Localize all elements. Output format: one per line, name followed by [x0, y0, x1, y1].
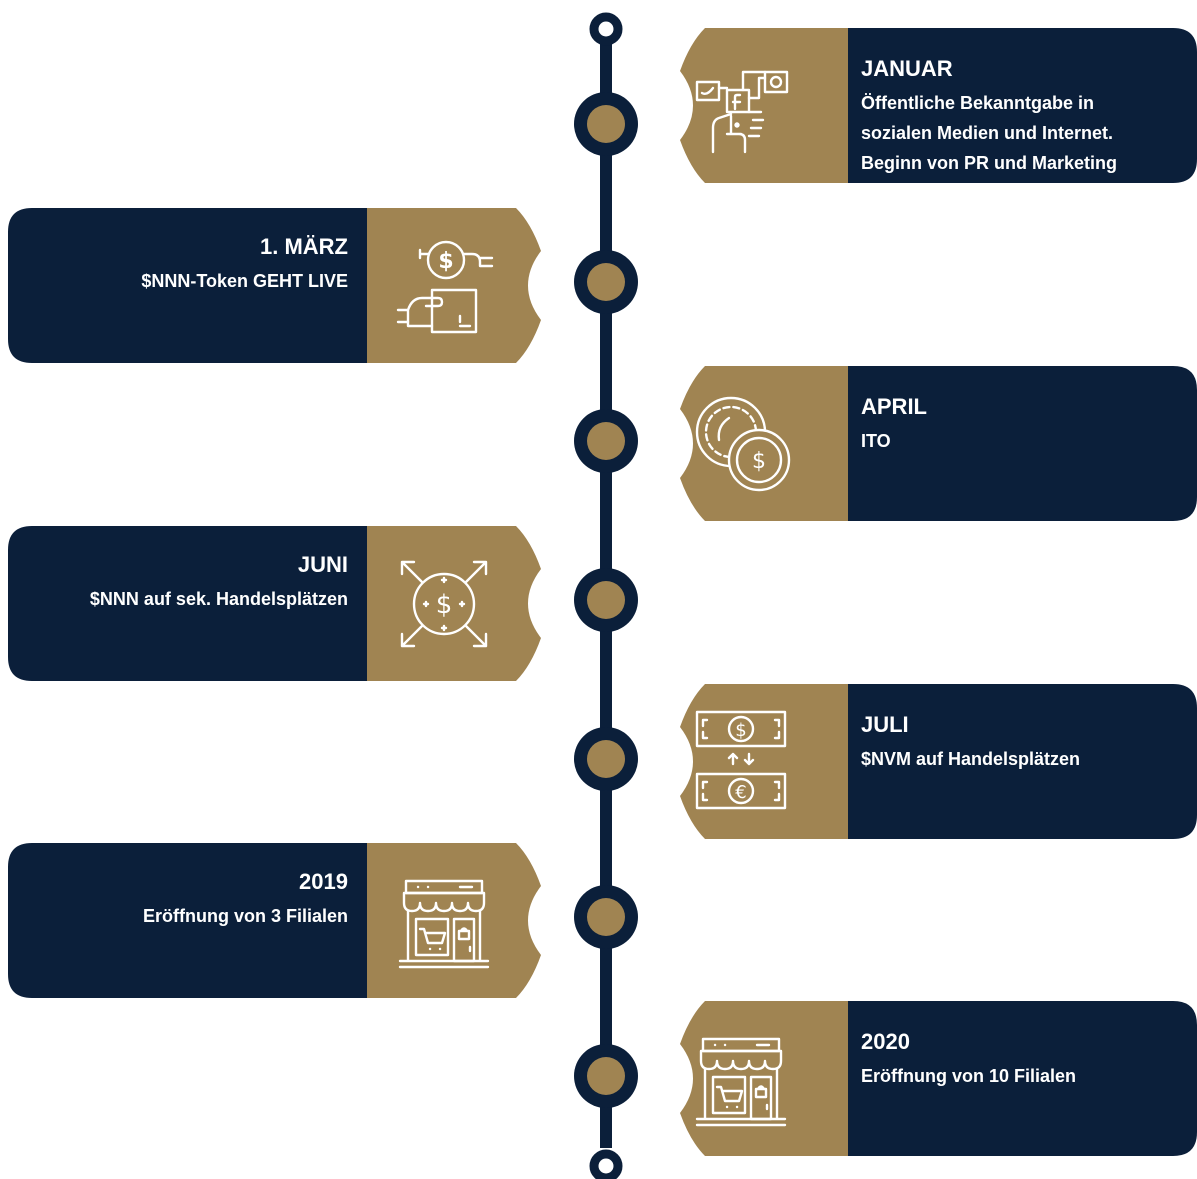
timeline-card-2020: 2020 Eröffnung von 10 Filialen — [665, 1001, 1197, 1156]
milestone-desc-line: $NNN-Token GEHT LIVE — [141, 271, 348, 291]
svg-text:$: $ — [735, 720, 746, 741]
milestone-desc-line: Eröffnung von 10 Filialen — [861, 1066, 1077, 1086]
svg-text:€: € — [735, 782, 746, 803]
milestone-text: APRIL ITO — [861, 392, 1191, 456]
milestone-title: 2020 — [861, 1029, 910, 1054]
timeline-node — [574, 727, 638, 791]
store-icon — [695, 1037, 787, 1127]
timeline-node — [574, 885, 638, 949]
milestone-text: 2019 Eröffnung von 3 Filialen — [18, 867, 348, 931]
currency-exchange-icon: $ € — [695, 710, 787, 810]
svg-text:$: $ — [752, 449, 766, 474]
milestone-desc-line: Öffentliche Bekanntgabe in — [861, 93, 1095, 113]
timeline-node — [574, 568, 638, 632]
milestone-text: 2020 Eröffnung von 10 Filialen — [861, 1027, 1191, 1091]
milestone-text: 1. MÄRZ $NNN-Token GEHT LIVE — [18, 232, 348, 296]
timeline-card-januar: JANUAR Öffentliche Bekanntgabe in sozial… — [665, 28, 1197, 183]
svg-text:$: $ — [436, 590, 453, 620]
timeline-node — [574, 409, 638, 473]
timeline-card-maerz: $ 1. MÄRZ $NNN-Token GEHT LIVE — [8, 208, 556, 363]
timeline-node — [574, 92, 638, 156]
timeline-card-juli: $ € JULI $NVM auf Handelsplätzen — [665, 684, 1197, 839]
timeline-card-juni: $ JUNI $NNN auf sek. Handelsplätzen — [8, 526, 556, 681]
milestone-desc-line: Beginn von PR und Marketing — [861, 153, 1118, 173]
milestone-title: JUNI — [297, 552, 348, 577]
timeline-end-cap — [589, 1149, 623, 1179]
svg-text:$: $ — [438, 249, 453, 274]
milestone-text: JUNI $NNN auf sek. Handelsplätzen — [18, 550, 348, 614]
timeline-node — [574, 1044, 638, 1108]
dollar-spread-icon: $ — [400, 560, 488, 648]
milestone-desc-line: sozialen Medien und Internet. — [861, 123, 1114, 143]
store-icon — [398, 879, 490, 969]
milestone-text: JULI $NVM auf Handelsplätzen — [861, 710, 1191, 774]
milestone-desc-line: $NNN auf sek. Handelsplätzen — [89, 589, 348, 609]
milestone-title: 2019 — [299, 869, 348, 894]
social-media-icon — [695, 70, 789, 154]
timeline-card-2019: 2019 Eröffnung von 3 Filialen — [8, 843, 556, 998]
milestone-title: APRIL — [861, 394, 927, 419]
milestone-text: JANUAR Öffentliche Bekanntgabe in sozial… — [861, 54, 1191, 178]
timeline-card-april: $ APRIL ITO — [665, 366, 1197, 521]
milestone-title: JULI — [861, 712, 909, 737]
milestone-title: JANUAR — [861, 56, 953, 81]
milestone-desc-line: $NVM auf Handelsplätzen — [861, 749, 1081, 769]
milestone-desc-line: ITO — [861, 431, 891, 451]
milestone-title: 1. MÄRZ — [260, 234, 348, 259]
timeline-start-cap — [589, 12, 623, 46]
timeline-node — [574, 250, 638, 314]
coins-icon: $ — [695, 396, 791, 492]
token-exchange-icon: $ — [396, 240, 494, 334]
milestone-desc-line: Eröffnung von 3 Filialen — [142, 906, 348, 926]
